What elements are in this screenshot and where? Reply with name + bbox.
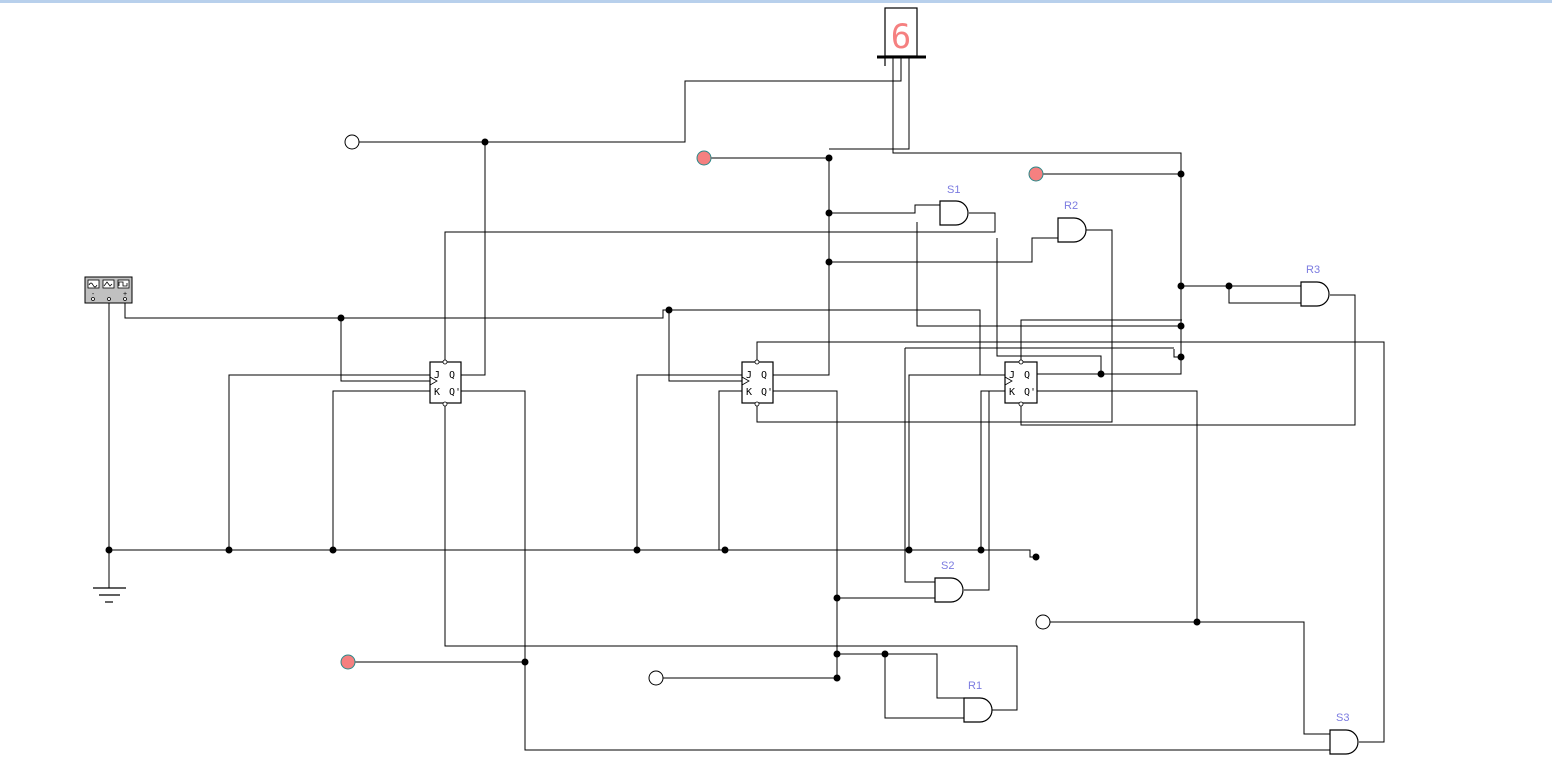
junction-dot: [337, 314, 345, 322]
junction-dot: [1225, 282, 1233, 290]
junction-dot: [329, 546, 337, 554]
junction-dot: [665, 306, 673, 314]
gate-label: S1: [947, 184, 960, 196]
junctions: [105, 138, 1233, 682]
jk-flip-flop-1[interactable]: J K Q Q': [429, 359, 462, 407]
junction-dot: [833, 594, 841, 602]
junction-dot: [825, 154, 833, 162]
sine-wave-icon: [87, 279, 100, 289]
gate-label: R3: [1306, 264, 1320, 276]
and-gate-s3[interactable]: S3: [1329, 712, 1359, 755]
junction-dot: [905, 546, 913, 554]
junction-dot: [1177, 282, 1185, 290]
and-gate-r1[interactable]: R1: [963, 680, 993, 723]
pin-k: K: [746, 387, 752, 398]
pin-j: J: [746, 370, 752, 381]
window-top-border: [0, 0, 1552, 3]
pin-k: K: [1009, 387, 1015, 398]
pin-k: K: [434, 387, 440, 398]
probe-indicator-p3[interactable]: [1028, 166, 1044, 182]
pin-j: J: [434, 370, 440, 381]
probe-indicator-p5[interactable]: [648, 670, 664, 686]
pin-q: Q: [1024, 370, 1030, 381]
and-gate-s1[interactable]: S1: [939, 184, 969, 226]
ground-icon: [93, 587, 126, 603]
junction-dot: [1177, 170, 1185, 178]
junction-dot: [105, 546, 113, 554]
display-digit: 6: [891, 17, 911, 57]
junction-dot: [633, 546, 641, 554]
junction-dot: [1177, 353, 1185, 361]
gate-label: S2: [941, 560, 954, 572]
junction-dot: [481, 138, 489, 146]
junction-dot: [833, 650, 841, 658]
probe-indicator-p4[interactable]: [340, 654, 356, 670]
junction-dot: [833, 674, 841, 682]
junction-dot: [1193, 618, 1201, 626]
and-gate-r2[interactable]: R2: [1057, 200, 1087, 243]
and-gate-r3[interactable]: R3: [1300, 264, 1330, 307]
gate-label: R2: [1064, 200, 1078, 212]
pin-j: J: [1009, 370, 1015, 381]
gate-label: S3: [1336, 712, 1349, 724]
wires: [108, 57, 1385, 751]
pin-qn: Q': [761, 387, 773, 398]
junction-dot: [825, 258, 833, 266]
junction-dot: [1177, 322, 1185, 330]
junction-dot: [825, 209, 833, 217]
terminal-minus: -: [92, 291, 95, 298]
junction-dot: [977, 546, 985, 554]
seven-segment-display[interactable]: 6: [877, 7, 926, 66]
junction-dot: [721, 546, 729, 554]
junction-dot: [1032, 553, 1040, 561]
pin-qn: Q': [1024, 387, 1036, 398]
gate-label: R1: [968, 680, 982, 692]
and-gate-s2[interactable]: S2: [934, 560, 964, 603]
function-generator[interactable]: - +: [84, 276, 133, 304]
probe-indicator-p6[interactable]: [1035, 614, 1051, 630]
jk-flip-flop-2[interactable]: J K Q Q': [741, 359, 774, 407]
junction-dot: [881, 650, 889, 658]
pin-qn: Q': [449, 387, 461, 398]
jk-flip-flop-3[interactable]: J K Q Q': [1004, 359, 1038, 407]
probe-indicator-p2[interactable]: [696, 150, 712, 166]
square-wave-icon: [117, 279, 130, 289]
junction-dot: [225, 546, 233, 554]
terminal-plus: +: [123, 291, 127, 298]
junction-dot: [1097, 370, 1105, 378]
probe-indicator-p1[interactable]: [344, 134, 360, 150]
pin-q: Q: [449, 370, 455, 381]
junction-dot: [521, 658, 529, 666]
pin-q: Q: [761, 370, 767, 381]
